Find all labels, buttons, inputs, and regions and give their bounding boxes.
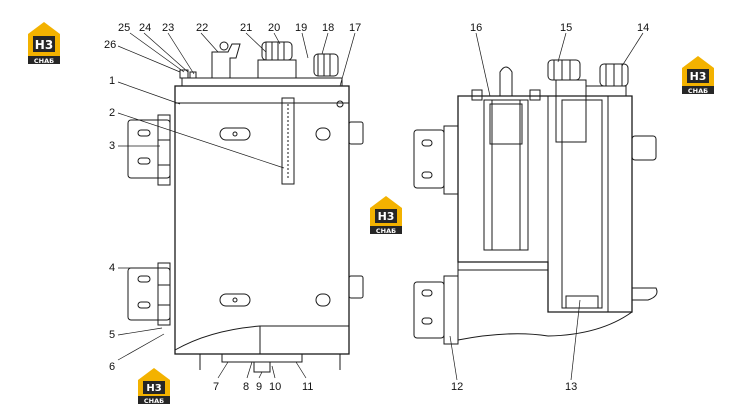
callout-12: 12 — [451, 381, 463, 393]
filter-element — [555, 79, 587, 143]
callout-21: 21 — [240, 22, 252, 34]
mount-slot — [219, 127, 251, 141]
callout-2: 2 — [109, 107, 115, 119]
tank-body — [174, 85, 350, 355]
drain-plug — [253, 361, 271, 373]
callout-20: 20 — [268, 22, 280, 34]
logo-letters: H3 — [35, 38, 53, 52]
callout-10: 10 — [269, 381, 281, 393]
oil-level-gauge — [281, 97, 295, 185]
logo-letters: H3 — [690, 70, 707, 83]
upper-hinge — [157, 114, 171, 186]
callout-4: 4 — [109, 262, 115, 274]
watermark-logo-bottom-left: H3 CHAБ — [138, 368, 170, 405]
callout-9: 9 — [256, 381, 262, 393]
lower-hinge — [157, 262, 171, 326]
side-hinge-lower — [443, 275, 459, 345]
leader-lines-left — [117, 32, 356, 379]
callout-25: 25 — [118, 22, 130, 34]
drain-plate — [221, 353, 303, 363]
logo-brand: CHAБ — [376, 227, 396, 235]
callout-11: 11 — [302, 381, 313, 393]
side-breather-cap — [547, 59, 581, 81]
cover-plate — [181, 77, 343, 87]
upper-bracket — [127, 119, 171, 179]
callout-1: 1 — [109, 75, 115, 87]
callout-19: 19 — [295, 22, 307, 34]
callout-13: 13 — [565, 381, 577, 393]
callout-5: 5 — [109, 329, 115, 341]
watermark-logo-top-left: H3 CHAБ — [28, 22, 60, 65]
tank-front-view — [127, 41, 364, 373]
callout-8: 8 — [243, 381, 249, 393]
suction-pipe — [561, 99, 603, 309]
logo-letters: H3 — [146, 383, 161, 394]
callout-18: 18 — [322, 22, 334, 34]
callout-14: 14 — [637, 22, 649, 34]
callout-22: 22 — [196, 22, 208, 34]
callout-16: 16 — [470, 22, 482, 34]
return-port — [211, 43, 241, 78]
callout-15: 15 — [560, 22, 572, 34]
callout-24: 24 — [139, 22, 151, 34]
callout-26: 26 — [104, 39, 116, 51]
callout-23: 23 — [162, 22, 174, 34]
callout-6: 6 — [109, 361, 115, 373]
bottom-contour — [174, 325, 349, 351]
lifting-eye — [499, 66, 513, 96]
return-filter — [483, 99, 529, 251]
tank-side-view — [413, 59, 658, 345]
watermark-logo-center: H3 CHAБ — [370, 196, 402, 235]
logo-brand: CHAБ — [688, 87, 708, 95]
logo-brand: CHAБ — [144, 397, 164, 405]
filler-cap — [313, 53, 339, 77]
callout-17: 17 — [349, 22, 361, 34]
side-hinge-upper — [443, 125, 459, 195]
lower-bracket — [127, 267, 171, 321]
callout-labels: 25 24 23 22 21 20 19 18 17 26 1 2 3 4 5 … — [104, 22, 649, 393]
callout-7: 7 — [213, 381, 219, 393]
logo-letters: H3 — [378, 210, 395, 223]
leader-lines-right — [449, 32, 644, 381]
callout-3: 3 — [109, 140, 115, 152]
watermark-logo-top-right: H3 CHAБ — [682, 56, 714, 95]
breather-cap — [261, 41, 293, 61]
filter-housing — [257, 59, 297, 79]
logo-brand: CHAБ — [34, 57, 54, 65]
